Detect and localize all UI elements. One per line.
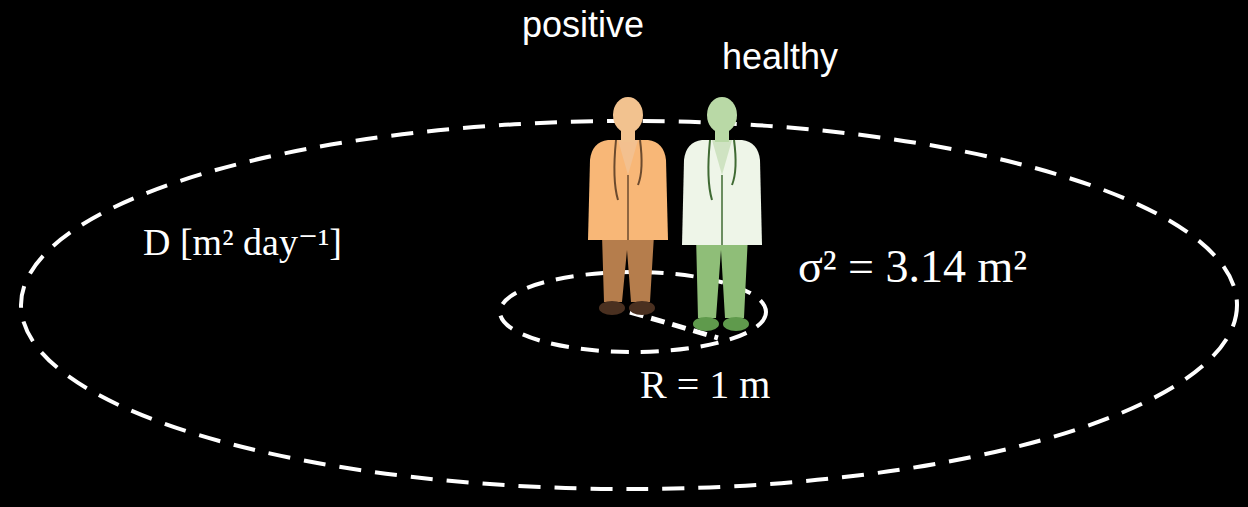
status-label: healthy — [722, 36, 838, 77]
healthy-person — [682, 97, 762, 331]
variance-label: σ² = 3.14 m² — [798, 241, 1027, 294]
status-label: positive — [522, 4, 644, 45]
region-ellipse — [21, 121, 1237, 489]
radius-label: R = 1 m — [640, 362, 770, 408]
diffusion-coefficient: D [m² day⁻¹] — [143, 221, 342, 265]
positive-person — [588, 97, 668, 315]
